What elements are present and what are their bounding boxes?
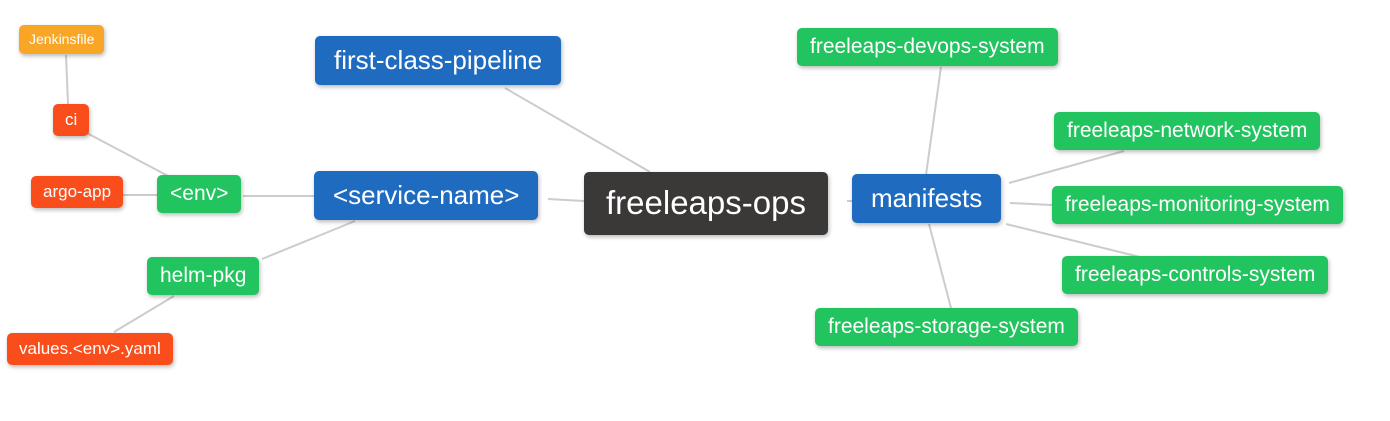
- edge-service-freeleaps-ops: [547, 198, 585, 202]
- edge-manifests-devops: [925, 66, 942, 176]
- edge-manifests-monitoring: [1009, 202, 1053, 206]
- node-freeleaps-monitoring-system[interactable]: freeleaps-monitoring-system: [1052, 186, 1343, 225]
- node-values-env-yaml[interactable]: values.<env>.yaml: [7, 333, 173, 365]
- node-freeleaps-storage-system[interactable]: freeleaps-storage-system: [815, 308, 1078, 347]
- edge-pipeline-freeleaps-ops: [504, 87, 651, 173]
- edge-jenkinsfile-ci: [65, 54, 69, 105]
- edge-helm-pkg-service-name: [261, 220, 356, 260]
- node-manifests[interactable]: manifests: [852, 174, 1002, 224]
- node-freeleaps-network-system[interactable]: freeleaps-network-system: [1054, 112, 1321, 151]
- node-freeleaps-ops-root[interactable]: freeleaps-ops: [584, 172, 828, 235]
- node-helm-pkg[interactable]: helm-pkg: [147, 257, 260, 296]
- node-service-name[interactable]: <service-name>: [314, 171, 539, 221]
- edge-values-yaml-helm-pkg: [113, 295, 175, 333]
- node-freeleaps-devops-system[interactable]: freeleaps-devops-system: [797, 28, 1058, 67]
- edge-manifests-controls: [1005, 223, 1141, 258]
- node-jenkinsfile[interactable]: Jenkinsfile: [19, 25, 105, 54]
- node-first-class-pipeline[interactable]: first-class-pipeline: [315, 36, 562, 86]
- node-freeleaps-controls-system[interactable]: freeleaps-controls-system: [1062, 256, 1329, 295]
- node-argo-app[interactable]: argo-app: [31, 176, 124, 208]
- edge-manifests-storage: [928, 223, 952, 309]
- node-ci[interactable]: ci: [53, 104, 90, 136]
- node-env[interactable]: <env>: [157, 175, 242, 214]
- edge-manifests-network: [1008, 150, 1125, 184]
- edge-ci-env: [84, 131, 171, 178]
